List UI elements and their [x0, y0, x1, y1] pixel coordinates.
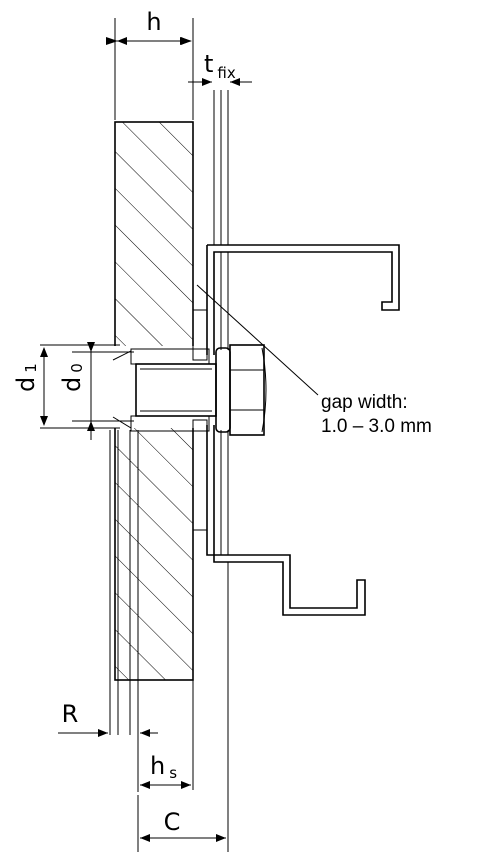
dim-label-h: h — [146, 8, 161, 36]
svg-text:d 0: d 0 — [58, 363, 86, 392]
hex-bolt — [215, 344, 267, 436]
dim-label-hs-sub: s — [169, 764, 177, 782]
extension-lines — [109, 430, 194, 792]
dim-label-tfix: t — [204, 50, 213, 78]
dim-label-d1-sub: 1 — [22, 363, 40, 373]
anchor-sleeve — [110, 346, 217, 432]
dimension-R: R — [58, 700, 158, 737]
dimension-d1: d 1 — [12, 344, 120, 429]
shim-plates — [192, 309, 208, 531]
dimension-d0: d 0 — [58, 342, 134, 440]
gap-width-callout: gap width: 1.0 – 3.0 mm — [196, 284, 432, 437]
dimension-h: h — [106, 8, 194, 120]
dim-label-C: C — [164, 808, 181, 836]
gap-width-note-line2: 1.0 – 3.0 mm — [321, 416, 432, 437]
dim-label-d0: d — [58, 377, 86, 392]
dim-label-d1: d — [12, 377, 40, 392]
channel-profile — [206, 90, 400, 774]
dim-label-R: R — [62, 700, 79, 728]
dim-label-d0-sub: 0 — [68, 363, 86, 373]
dimension-tfix: t fix — [188, 50, 252, 86]
dim-label-tfix-sub: fix — [217, 64, 235, 82]
svg-text:h s: h s — [150, 752, 177, 782]
svg-text:t fix: t fix — [204, 50, 236, 82]
gap-width-note-line1: gap width: — [321, 392, 408, 413]
svg-text:d 1: d 1 — [12, 363, 40, 392]
dimension-hs: h s — [140, 752, 191, 789]
dimension-C: C — [137, 770, 229, 852]
dim-label-hs: h — [150, 752, 165, 780]
